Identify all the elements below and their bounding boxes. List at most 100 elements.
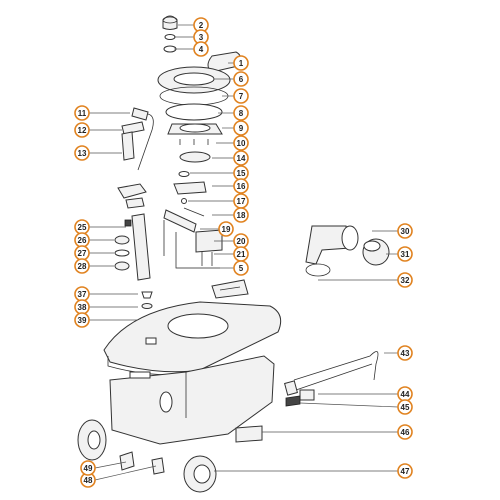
callout-badge-circle xyxy=(233,71,249,87)
callout-number: 49 xyxy=(84,464,93,473)
part-side-bracket xyxy=(114,213,151,281)
callout-number: 13 xyxy=(78,149,87,158)
callout-45: 45 xyxy=(397,399,413,415)
part-foot-latch xyxy=(151,457,165,475)
callout-number: 18 xyxy=(237,211,246,220)
callout-6: 6 xyxy=(233,71,249,87)
callout-badge-circle xyxy=(397,246,413,262)
callout-badge-circle xyxy=(233,207,249,223)
part-screws xyxy=(179,139,209,145)
callout-26: 26 xyxy=(74,232,90,248)
part-step-block xyxy=(235,425,263,443)
callout-badge-circle xyxy=(233,105,249,121)
callout-number: 37 xyxy=(78,290,87,299)
callout-4: 4 xyxy=(193,41,209,57)
callout-number: 16 xyxy=(237,182,246,191)
callout-number: 44 xyxy=(401,390,410,399)
callout-19: 19 xyxy=(218,221,234,237)
callout-20: 20 xyxy=(233,233,249,249)
part-spring xyxy=(285,395,301,407)
callout-leader-48 xyxy=(94,465,157,481)
callout-badge-circle xyxy=(233,88,249,104)
callout-badge-circle xyxy=(74,312,90,328)
callout-badge-circle xyxy=(397,463,413,479)
part-pin xyxy=(181,198,187,204)
callout-number: 3 xyxy=(199,33,204,42)
callout-leader-49 xyxy=(94,461,127,469)
callout-18: 18 xyxy=(233,207,249,223)
callout-30: 30 xyxy=(397,223,413,239)
callout-number: 21 xyxy=(237,250,246,259)
callout-number: 17 xyxy=(237,197,246,206)
part-latch xyxy=(299,389,315,401)
callout-44: 44 xyxy=(397,386,413,402)
callout-number: 4 xyxy=(199,45,204,54)
part-knob-ring xyxy=(141,303,153,309)
callout-number: 32 xyxy=(401,276,410,285)
callout-number: 12 xyxy=(78,126,87,135)
callout-number: 38 xyxy=(78,303,87,312)
callout-21: 21 xyxy=(233,246,249,262)
part-cover-small xyxy=(117,183,147,199)
callout-badge-circle xyxy=(233,120,249,136)
part-ring xyxy=(165,103,223,121)
part-clip xyxy=(178,171,190,177)
part-valve-disc xyxy=(179,151,211,163)
part-small-ring xyxy=(164,34,176,40)
callout-number: 15 xyxy=(237,169,246,178)
callout-number: 10 xyxy=(237,139,246,148)
callout-46: 46 xyxy=(397,424,413,440)
callout-badge-circle xyxy=(397,272,413,288)
part-outlet-gasket xyxy=(305,263,331,277)
callout-number: 28 xyxy=(78,262,87,271)
callout-number: 43 xyxy=(401,349,410,358)
callout-leader-45 xyxy=(299,402,399,408)
callout-badge-circle xyxy=(80,460,96,476)
callout-13: 13 xyxy=(74,145,90,161)
part-knob-small xyxy=(141,291,153,299)
callout-badge-circle xyxy=(193,41,209,57)
callout-badge-circle xyxy=(233,150,249,166)
callout-number: 39 xyxy=(78,316,87,325)
callout-number: 8 xyxy=(239,109,244,118)
callout-badge-circle xyxy=(74,145,90,161)
callout-badge-circle xyxy=(233,135,249,151)
callout-number: 6 xyxy=(239,75,244,84)
callout-number: 11 xyxy=(78,109,87,118)
callout-badges: 1234678910111213141516171819202152526272… xyxy=(74,17,413,488)
callout-number: 30 xyxy=(401,227,410,236)
part-tank-upper-shell xyxy=(103,301,282,376)
part-outlet-elbow xyxy=(305,225,359,265)
callout-badge-circle xyxy=(397,223,413,239)
part-foot-clip xyxy=(119,451,135,471)
callout-number: 25 xyxy=(78,223,87,232)
callout-badge-circle xyxy=(233,55,249,71)
callout-8: 8 xyxy=(233,105,249,121)
callout-number: 46 xyxy=(401,428,410,437)
part-front-wheel xyxy=(183,455,217,493)
callout-number: 47 xyxy=(401,467,410,476)
callout-1: 1 xyxy=(233,55,249,71)
callout-38: 38 xyxy=(74,299,90,315)
callout-number: 26 xyxy=(78,236,87,245)
callout-badge-circle xyxy=(397,399,413,415)
callout-number: 48 xyxy=(84,476,93,485)
callout-leaders xyxy=(89,24,399,481)
callout-49: 49 xyxy=(80,460,96,476)
callout-16: 16 xyxy=(233,178,249,194)
callout-number: 9 xyxy=(239,124,244,133)
callout-31: 31 xyxy=(397,246,413,262)
callout-badge-circle xyxy=(233,260,249,276)
part-tank-lower-body xyxy=(109,355,275,445)
callout-badge-circle xyxy=(397,345,413,361)
part-rod xyxy=(183,207,205,217)
callout-badge-circle xyxy=(74,105,90,121)
callout-badge-circle xyxy=(218,221,234,237)
callout-14: 14 xyxy=(233,150,249,166)
part-valve-frame xyxy=(163,209,223,269)
callout-number: 1 xyxy=(239,59,244,68)
callout-37: 37 xyxy=(74,286,90,302)
part-outlet-cap xyxy=(362,238,390,266)
part-handle-assembly xyxy=(121,107,154,171)
